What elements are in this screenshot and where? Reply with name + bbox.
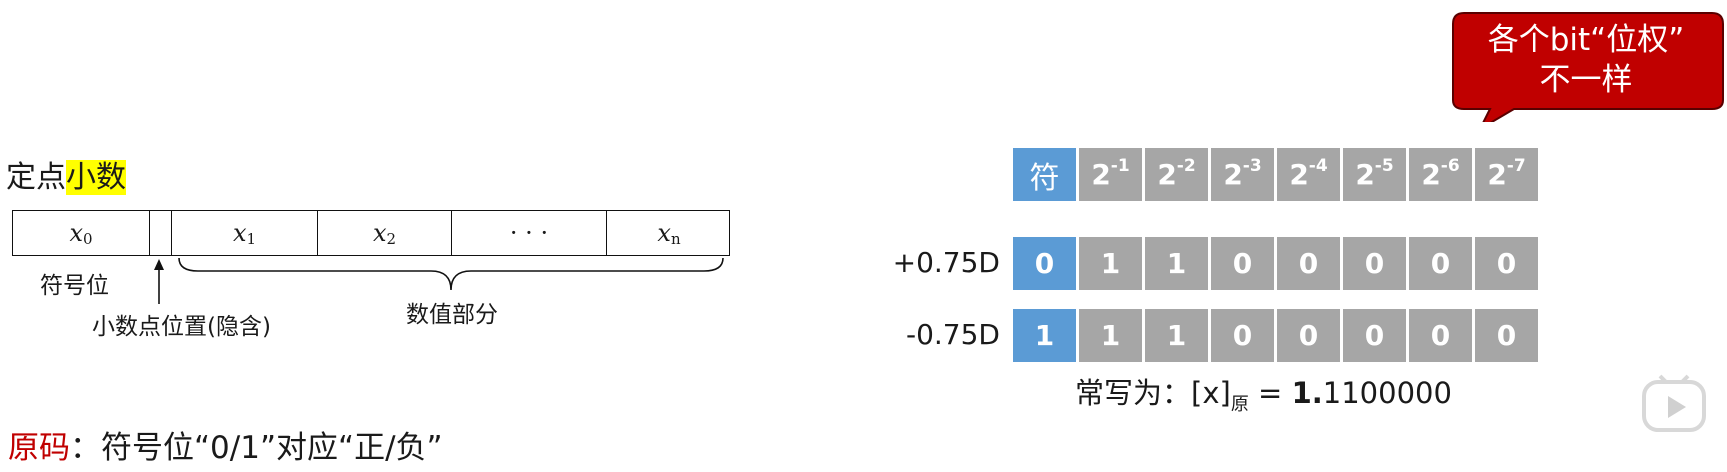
bit-cell: 0 — [1409, 237, 1472, 290]
sign-bit-label: 符号位 — [40, 273, 109, 299]
brace-icon — [178, 257, 724, 291]
note-magnitude: 1100000 — [1322, 376, 1452, 410]
row-label-negative: -0.75D — [905, 318, 1000, 351]
notation-note: 常写为：[x]原 = 1.1100000 — [1075, 376, 1452, 415]
bit-cell: 0 — [1277, 309, 1340, 362]
page-title: 定点小数 — [6, 158, 126, 198]
bit-cell: 0 — [1277, 237, 1340, 290]
callout-text: 各个bit“位权” 不一样 — [1456, 20, 1716, 100]
rule-term: 原码 — [8, 430, 70, 466]
cell-ellipsis: · · · — [451, 211, 606, 255]
bit-cell: 1 — [1145, 237, 1208, 290]
header-weight-cell: 2-3 — [1211, 148, 1274, 201]
arrow-up-icon — [154, 259, 164, 304]
note-sign-bit: 1. — [1291, 376, 1323, 410]
header-sign-cell: 符 — [1013, 148, 1076, 201]
note-prefix: 常写为： — [1075, 376, 1192, 410]
note-sub: 原 — [1230, 393, 1249, 415]
row-label-positive: +0.75D — [892, 246, 1000, 279]
bit-cell: 0 — [1475, 309, 1538, 362]
header-weight-cell: 2-6 — [1409, 148, 1472, 201]
bit-cell: 0 — [1211, 237, 1274, 290]
bit-cell: 1 — [1013, 309, 1076, 362]
callout-line2: 不一样 — [1539, 62, 1633, 98]
point-position-label: 小数点位置(隐含) — [92, 314, 271, 340]
callout-line1: 各个bit“位权” — [1487, 22, 1685, 58]
callout-bubble — [1452, 12, 1724, 122]
value-part-label: 数值部分 — [406, 302, 498, 328]
sign-magnitude-rule: 原码：符号位“0/1”对应“正/负” — [8, 422, 443, 467]
note-x: [x] — [1191, 376, 1231, 410]
title-highlight: 小数 — [66, 160, 126, 195]
bit-cell: 0 — [1343, 309, 1406, 362]
bit-cell: 0 — [1343, 237, 1406, 290]
rule-text: ：符号位“0/1”对应“正/负” — [70, 430, 443, 466]
play-logo-icon — [1642, 374, 1706, 432]
bit-cell: 1 — [1079, 237, 1142, 290]
bit-cell: 1 — [1079, 309, 1142, 362]
title-plain: 定点 — [6, 160, 66, 195]
bit-cell: 0 — [1211, 309, 1274, 362]
bit-cell: 0 — [1013, 237, 1076, 290]
header-weight-cell: 2-7 — [1475, 148, 1538, 201]
header-weight-cell: 2-2 — [1145, 148, 1208, 201]
header-weight-cell: 2-4 — [1277, 148, 1340, 201]
header-weight-cell: 2-1 — [1079, 148, 1142, 201]
header-weight-cell: 2-5 — [1343, 148, 1406, 201]
bit-cell: 0 — [1475, 237, 1538, 290]
bit-cell: 0 — [1409, 309, 1472, 362]
cell-point — [149, 211, 171, 255]
bit-cell: 1 — [1145, 309, 1208, 362]
